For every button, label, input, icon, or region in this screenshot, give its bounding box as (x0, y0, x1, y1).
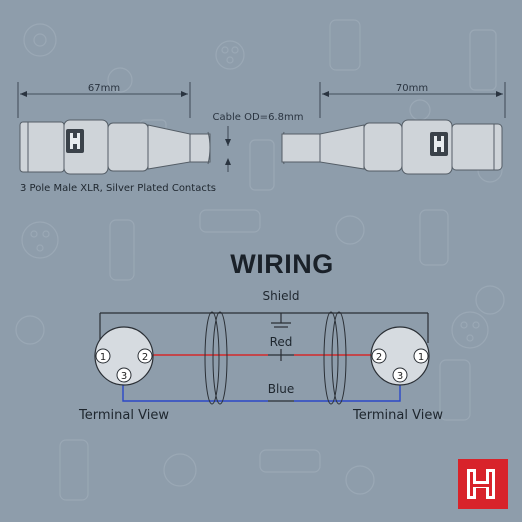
left-length-label: 67mm (88, 83, 120, 94)
right-pin-3: 3 (397, 371, 403, 382)
left-hosa-badge (66, 129, 84, 153)
left-dimension (17, 82, 191, 118)
left-pin-1: 1 (100, 352, 106, 363)
right-cable-stub (281, 133, 321, 163)
shield-ellipses (204, 311, 347, 405)
left-terminal (94, 326, 154, 386)
left-xlr-connector (19, 119, 211, 175)
left-pin-3: 3 (121, 371, 127, 382)
right-terminal (370, 326, 430, 386)
left-pin-2: 2 (142, 352, 148, 363)
cable-break (207, 131, 285, 165)
blue-label: Blue (268, 382, 295, 396)
right-hosa-badge (430, 132, 448, 156)
red-label: Red (270, 335, 293, 349)
right-pin-1: 1 (418, 352, 424, 363)
left-terminal-view-label: Terminal View (78, 408, 169, 423)
wiring-title: WIRING (230, 249, 334, 279)
shield-wire (99, 312, 429, 343)
shield-label: Shield (263, 289, 300, 303)
right-dimension (319, 82, 506, 118)
right-xlr-connector (319, 119, 503, 175)
right-pin-2: 2 (376, 352, 382, 363)
hosa-logo-icon (458, 459, 508, 509)
blue-wire (122, 382, 401, 402)
red-junction (268, 349, 294, 361)
cable-od-markers (225, 126, 231, 172)
cable-od-label: Cable OD=6.8mm (213, 112, 304, 123)
connector-description: 3 Pole Male XLR, Silver Plated Contacts (20, 183, 216, 194)
right-terminal-view-label: Terminal View (352, 408, 443, 423)
right-length-label: 70mm (396, 83, 428, 94)
